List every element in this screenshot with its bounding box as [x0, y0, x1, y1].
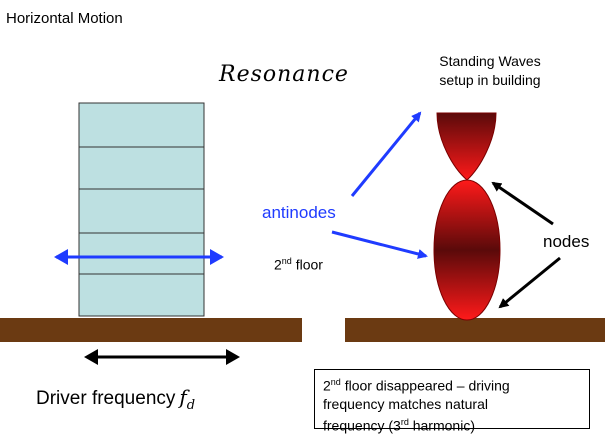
node-arrow-lower: [498, 256, 561, 309]
standing-waves-line1: Standing Waves: [439, 53, 541, 69]
note-line1: 2nd floor disappeared – driving: [323, 373, 581, 395]
antinode-arrow-lower: [331, 230, 428, 259]
standing-wave-bottom-lobe: [433, 179, 501, 321]
floor-ordinal-suffix: nd: [281, 256, 292, 266]
note-line2: frequency matches natural: [323, 395, 488, 412]
node-arrow-upper: [491, 181, 554, 226]
antinodes-label: antinodes: [262, 203, 336, 222]
standing-wave-top-lobe: [436, 112, 497, 181]
floor-ordinal: 2: [274, 256, 282, 273]
antinode-arrow-upper: [350, 111, 422, 197]
driver-frequency-arrow: [84, 349, 240, 365]
horizontal-motion-arrow: [54, 249, 224, 265]
resonance-heading: Resonance: [219, 62, 349, 87]
driver-symbol-subscript: d: [186, 398, 196, 413]
diagram-title: Horizontal Motion: [6, 10, 123, 27]
note-harmonic-suffix: rd: [400, 416, 409, 427]
standing-waves-label: Standing Waves setup in building: [390, 52, 590, 90]
ground-left: [0, 318, 302, 342]
ground-right: [345, 318, 605, 342]
building: [78, 102, 205, 317]
note-line3-end: harmonic): [408, 417, 475, 434]
note-line3: frequency (3rd harmonic): [323, 413, 581, 435]
driver-symbol: fd: [179, 385, 195, 413]
second-floor-label: 2nd floor: [274, 256, 323, 273]
driver-symbol-f: f: [179, 385, 187, 409]
note-line3-start: frequency (3: [323, 417, 401, 434]
floor-word: floor: [291, 256, 323, 273]
driver-text: Driver frequency: [36, 388, 176, 409]
standing-waves-line2: setup in building: [439, 72, 541, 88]
note-line1-rest: floor disappeared – driving: [340, 377, 510, 394]
explanation-note: 2nd floor disappeared – driving frequenc…: [314, 369, 590, 433]
nodes-label: nodes: [543, 232, 590, 251]
note-ordinal-suffix: nd: [330, 377, 341, 387]
note-ordinal: 2: [323, 377, 331, 394]
